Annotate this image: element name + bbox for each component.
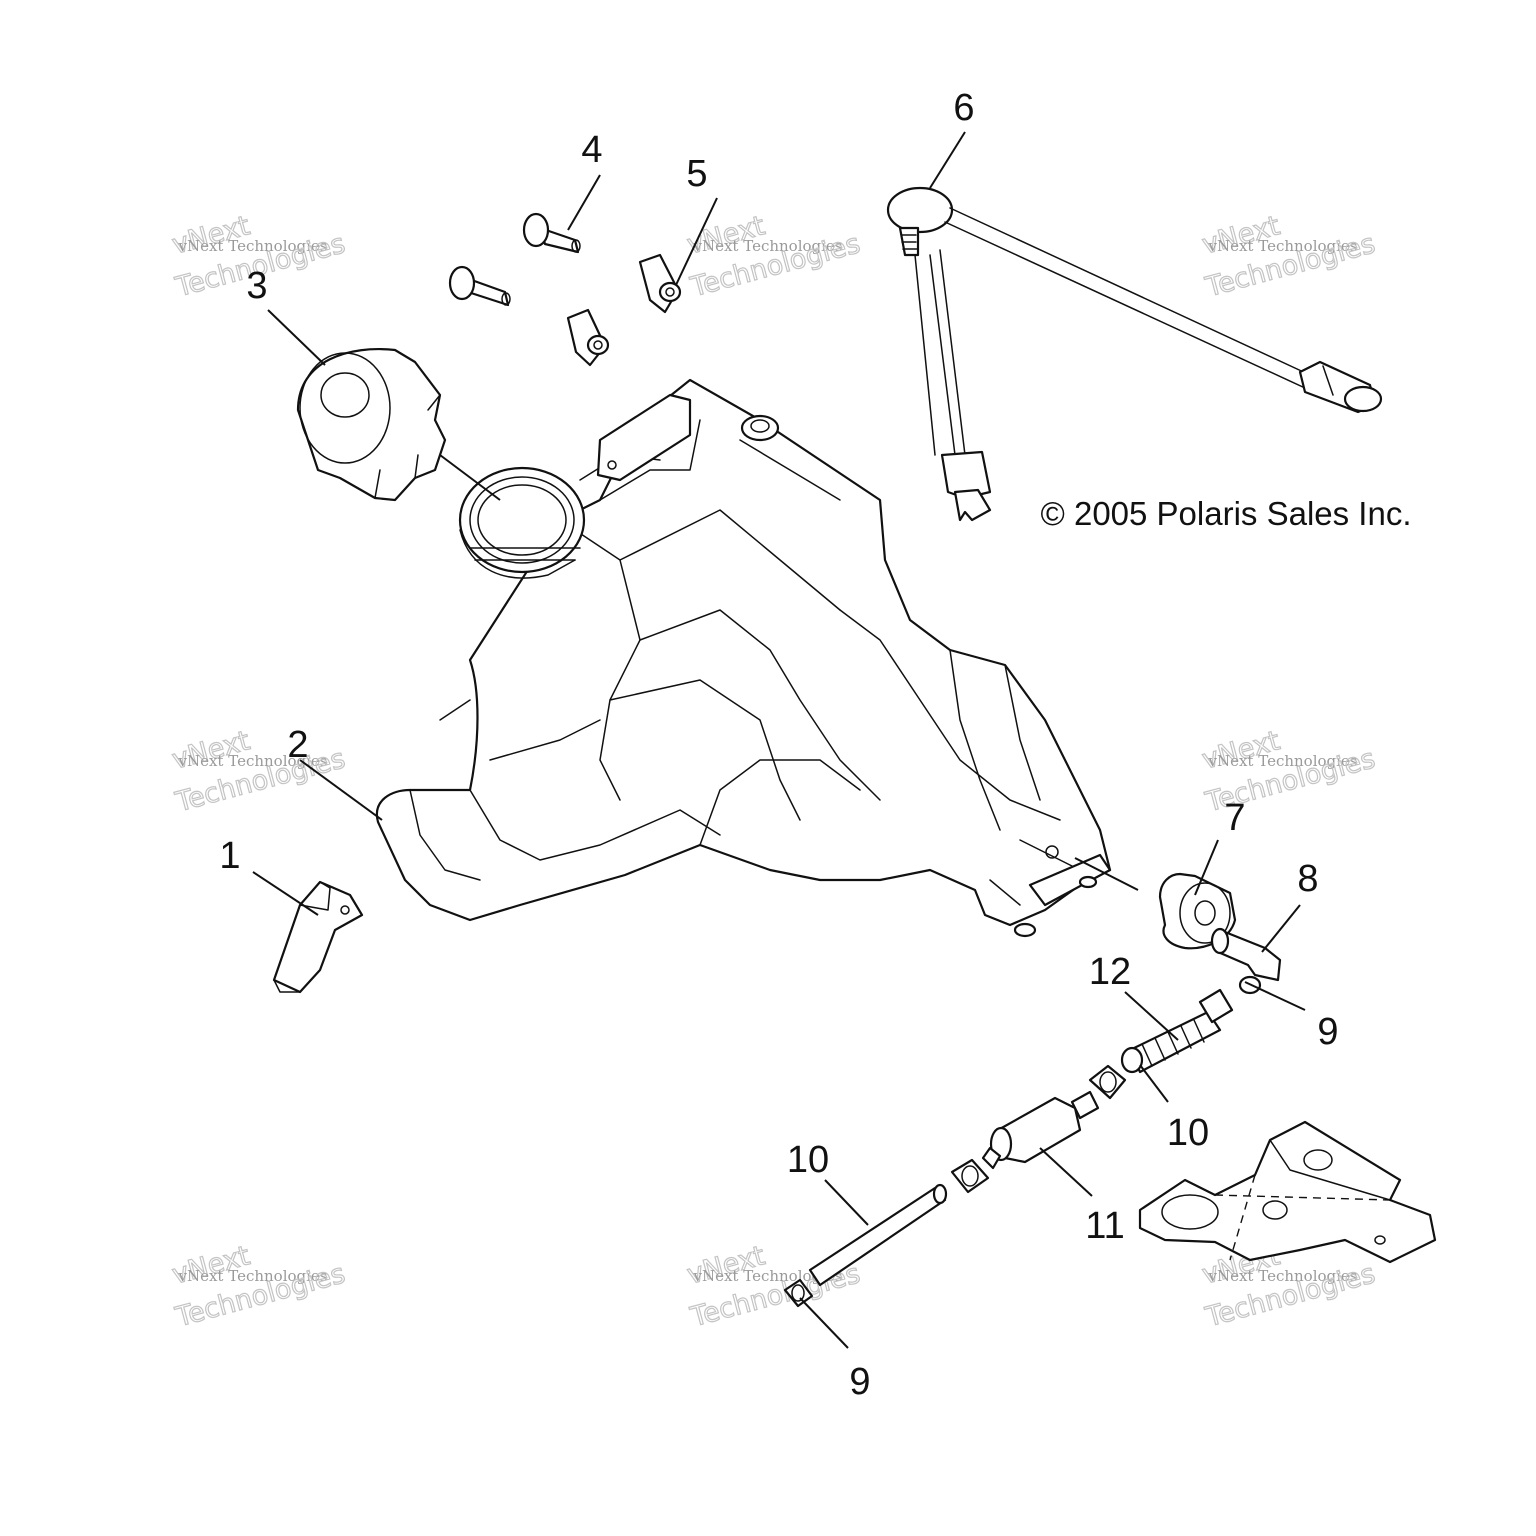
part-11-fuel-filter — [981, 1090, 1100, 1170]
watermark-top-right: vNext vNext Technologies Technologies — [1198, 210, 1379, 304]
svg-text:vNext Technologies: vNext Technologies — [692, 237, 842, 255]
watermark-bottom-left: vNext vNext Technologies Technologies — [168, 1240, 349, 1334]
callout-3: 3 — [246, 265, 267, 307]
part-5-speed-nut-lower — [566, 308, 610, 367]
callout-2: 2 — [287, 724, 308, 766]
callout-7: 7 — [1224, 797, 1245, 839]
svg-text:vNext Technologies: vNext Technologies — [1207, 1267, 1357, 1285]
callout-5: 5 — [686, 153, 707, 195]
copyright-notice: © 2005 Polaris Sales Inc. — [1040, 495, 1411, 532]
part-5-speed-nut-upper — [638, 253, 682, 314]
watermark-top-center: vNext vNext Technologies Technologies — [683, 210, 864, 304]
callout-10-right: 10 — [1167, 1112, 1209, 1154]
part-9-clamp-lower — [783, 1278, 814, 1308]
svg-text:vNext Technologies: vNext Technologies — [177, 1267, 327, 1285]
callout-9-bottom: 9 — [849, 1361, 870, 1403]
fuel-tank — [375, 378, 1112, 938]
callout-6: 6 — [953, 87, 974, 129]
callout-9-right: 9 — [1317, 1011, 1338, 1053]
svg-text:vNext Technologies: vNext Technologies — [1207, 237, 1357, 255]
callout-8: 8 — [1297, 858, 1318, 900]
callout-4: 4 — [581, 129, 602, 171]
callout-10-left: 10 — [787, 1139, 829, 1181]
part-10-fuel-hose — [808, 1183, 948, 1287]
callout-12: 12 — [1089, 951, 1131, 993]
part-6-fuel-sender — [886, 186, 1383, 522]
bracket-bottom-right — [1138, 1120, 1437, 1264]
svg-text:vNext Technologies: vNext Technologies — [692, 1267, 842, 1285]
part-12-spring — [1120, 988, 1234, 1074]
leader-lines — [252, 131, 1306, 1349]
svg-text:vNext Technologies: vNext Technologies — [177, 752, 327, 770]
part-4-rivet-upper — [522, 212, 581, 254]
watermark-mid-left: vNext vNext Technologies Technologies — [168, 725, 349, 819]
part-1-bracket — [272, 880, 364, 994]
part-3-gas-cap — [296, 348, 447, 502]
callout-1: 1 — [219, 835, 240, 877]
watermark-mid-right: vNext vNext Technologies Technologies — [1198, 725, 1379, 819]
callout-11: 11 — [1085, 1205, 1124, 1247]
hose-clamp-lower — [950, 1158, 990, 1194]
svg-text:vNext Technologies: vNext Technologies — [1207, 752, 1357, 770]
part-4-rivet-lower — [448, 265, 511, 307]
svg-text:vNext Technologies: vNext Technologies — [177, 237, 327, 255]
hose-clamp-upper — [1088, 1064, 1127, 1100]
